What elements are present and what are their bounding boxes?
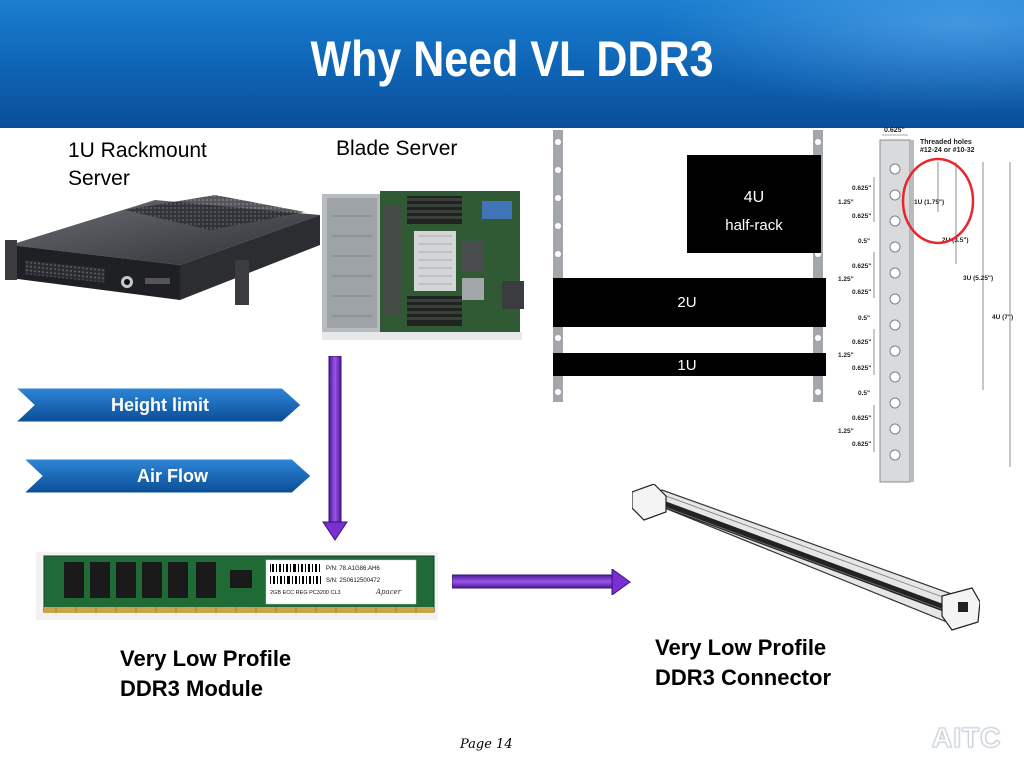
header-shine <box>604 0 1024 128</box>
vlp-ddr3-connector-image <box>632 484 980 631</box>
dim-125-d: 1.25" <box>838 428 854 435</box>
dim-top-label: 0.625" <box>884 127 905 134</box>
threaded-holes-label-2: #12-24 or #10-32 <box>920 147 975 154</box>
rack-half-rack-label: half-rack <box>725 217 783 234</box>
dimm-brand: Apacer <box>375 588 402 596</box>
highlight-circle <box>901 157 975 245</box>
dim-1u: 1U (1.75") <box>914 199 944 206</box>
dim-3u: 3U (5.25") <box>963 275 993 282</box>
module-label-line2: DDR3 Module <box>120 676 263 701</box>
page-number: Page 14 <box>460 737 513 752</box>
rackmount-server-image <box>5 195 320 305</box>
rack-1u-label: 1U <box>677 357 696 374</box>
rackmount-label-line1: 1U Rackmount <box>68 139 207 162</box>
dim-125-a: 1.25" <box>838 199 854 206</box>
dim-05-c: 0.5" <box>858 390 870 397</box>
dim-05-b: 0.5" <box>858 315 870 322</box>
dim-125-c: 1.25" <box>838 352 854 359</box>
rack-units-diagram: 4U half-rack 2U 1U <box>553 130 826 402</box>
module-label: Very Low Profile DDR3 Module <box>120 644 291 704</box>
dim-0625-f: 0.625" <box>852 365 871 372</box>
height-limit-chevron <box>14 387 302 423</box>
dim-05-a: 0.5" <box>858 238 870 245</box>
right-arrow <box>452 569 631 595</box>
dim-2u: 2U (3.5") <box>942 237 969 244</box>
dim-125-b: 1.25" <box>838 276 854 283</box>
rack-4u-label: 4U <box>744 189 764 206</box>
dim-0625-c: 0.625" <box>852 263 871 270</box>
air-flow-text: Air Flow <box>137 466 208 486</box>
dimm-spec: 2GB ECC REG PC3200 CL3 <box>270 590 341 596</box>
dim-0625-e: 0.625" <box>852 339 871 346</box>
rackmount-label-line2: Server <box>68 167 130 190</box>
slide-title: Why Need VL DDR3 <box>310 31 714 87</box>
dim-0625-d: 0.625" <box>852 289 871 296</box>
aitc-logo: AITC <box>931 722 1002 754</box>
dim-0625-a: 0.625" <box>852 185 871 192</box>
dimm-sn: S/N: 2S0612500472 <box>326 578 381 584</box>
module-label-line1: Very Low Profile <box>120 646 292 671</box>
air-flow-chevron <box>22 458 312 494</box>
blade-server-image <box>322 191 524 340</box>
rack-2u-label: 2U <box>677 294 696 311</box>
dimm-pn: P/N: 78.A1G86.AH6 <box>326 566 380 572</box>
connector-label-line2: DDR3 Connector <box>655 665 832 690</box>
threaded-holes-label-1: Threaded holes <box>920 139 972 146</box>
height-limit-text: Height limit <box>111 395 209 415</box>
blade-label: Blade Server <box>336 137 458 160</box>
slide-header: Why Need VL DDR3 <box>0 0 1024 128</box>
connector-label: Very Low Profile DDR3 Connector <box>655 633 831 693</box>
dim-0625-g: 0.625" <box>852 415 871 422</box>
vlp-ddr3-module-image: P/N: 78.A1G86.AH6 S/N: 2S0612500472 2GB … <box>36 552 438 620</box>
rack-rail-dimension-drawing: 0.625" Threaded holes #12-24 or #10-32 0… <box>838 127 1013 483</box>
rackmount-label: 1U Rackmount Server <box>68 137 207 193</box>
dim-0625-h: 0.625" <box>852 441 871 448</box>
down-arrow <box>322 356 348 541</box>
connector-label-line1: Very Low Profile <box>655 635 827 660</box>
dim-4u: 4U (7") <box>992 314 1013 321</box>
dim-0625-b: 0.625" <box>852 213 871 220</box>
